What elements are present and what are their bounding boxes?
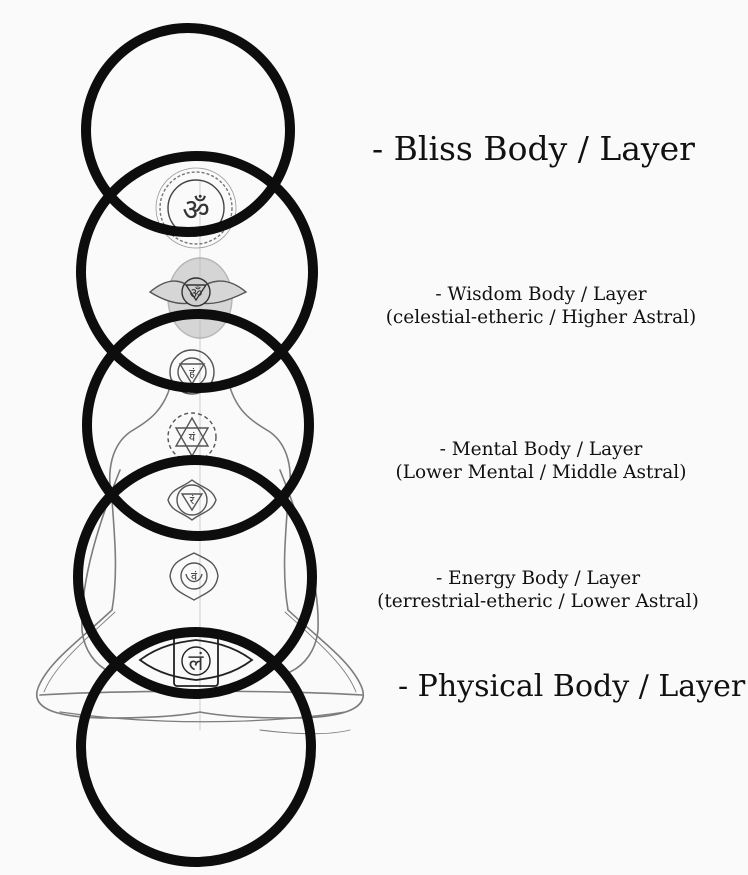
energy-layer-subtitle: (terrestrial-etheric / Lower Astral) bbox=[345, 590, 731, 613]
crown-glyph: ॐ bbox=[182, 193, 209, 228]
throat-glyph: हं bbox=[189, 367, 195, 380]
mental-layer-subtitle: (Lower Mental / Middle Astral) bbox=[355, 461, 727, 484]
bliss-layer-title: - Bliss Body / Layer bbox=[372, 128, 695, 169]
mental-layer-title: - Mental Body / Layer bbox=[355, 438, 727, 461]
root-glyph: लं bbox=[189, 651, 205, 676]
wisdom-layer-label: - Wisdom Body / Layer (celestial-etheric… bbox=[355, 283, 727, 329]
sacral-glyph: वं bbox=[191, 570, 198, 583]
wisdom-layer-title: - Wisdom Body / Layer bbox=[355, 283, 727, 306]
chakra-symbols bbox=[140, 168, 252, 686]
layer-rings bbox=[78, 28, 313, 862]
mental-ring bbox=[87, 314, 309, 536]
solar-plexus-glyph: रं bbox=[190, 494, 195, 507]
bliss-layer-label: - Bliss Body / Layer bbox=[372, 128, 695, 169]
energy-layer-label: - Energy Body / Layer (terrestrial-ether… bbox=[345, 567, 731, 613]
mental-layer-label: - Mental Body / Layer (Lower Mental / Mi… bbox=[355, 438, 727, 484]
physical-layer-title: - Physical Body / Layer bbox=[398, 668, 745, 706]
wisdom-layer-subtitle: (celestial-etheric / Higher Astral) bbox=[355, 306, 727, 329]
third-eye-glyph: ॐ bbox=[190, 286, 203, 302]
heart-glyph: यं bbox=[189, 431, 196, 444]
physical-layer-label: - Physical Body / Layer bbox=[398, 668, 745, 706]
energy-layer-title: - Energy Body / Layer bbox=[345, 567, 731, 590]
